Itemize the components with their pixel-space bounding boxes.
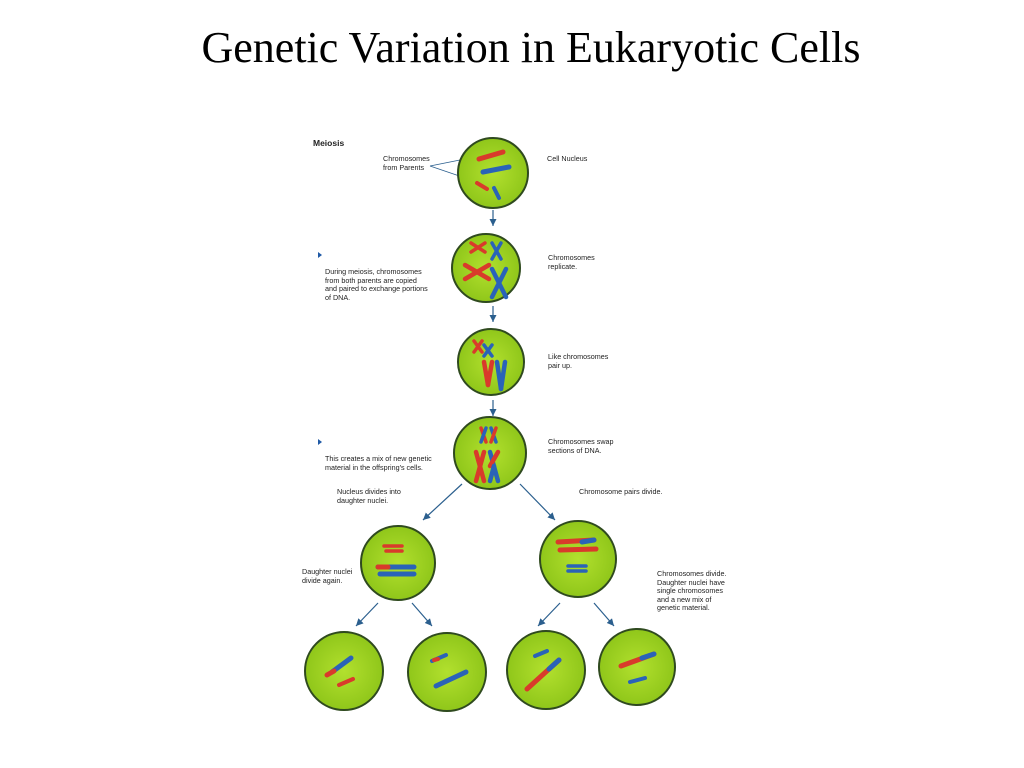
- cell-gamete-1: [304, 631, 384, 711]
- cell-nucleus: [539, 520, 617, 598]
- label-like-chromosomes: Like chromosomes pair up.: [548, 352, 609, 370]
- cell-paired: [457, 328, 525, 396]
- arrow-4-to-right: [519, 483, 556, 521]
- arrow-right-to-3: [537, 602, 561, 627]
- cell-nucleus: [360, 525, 436, 601]
- arrow-left-to-1: [355, 602, 379, 627]
- stage-arrows: [355, 210, 615, 627]
- cell-parents: [457, 137, 529, 209]
- cell-daughter-left: [360, 525, 436, 601]
- note-during-meiosis: During meiosis, chromosomes from both pa…: [318, 251, 428, 303]
- bullet-icon: [318, 439, 322, 445]
- cell-daughter-right: [539, 520, 617, 598]
- label-daughter-divide-again: Daughter nuclei divide again.: [302, 567, 353, 585]
- note-mix-genetic-text: This creates a mix of new genetic materi…: [325, 454, 432, 472]
- label-chromosomes-swap: Chromosomes swap sections of DNA.: [548, 437, 614, 455]
- cell-gamete-4: [598, 628, 676, 706]
- cell-nucleus: [407, 632, 487, 712]
- cell-gamete-3: [506, 630, 586, 710]
- cell-nucleus: [598, 628, 676, 706]
- bullet-icon: [318, 252, 322, 258]
- figure-heading: Meiosis: [313, 138, 345, 148]
- cell-nucleus: [304, 631, 384, 711]
- label-pairs-divide: Chromosome pairs divide.: [579, 487, 663, 496]
- arrow-left-to-2: [411, 602, 433, 627]
- chromosome-maternal: [476, 149, 506, 162]
- chromosome-paternal: [480, 164, 512, 175]
- cell-gamete-2: [407, 632, 487, 712]
- arrow-4-to-left: [422, 483, 463, 521]
- chromosome-maternal: [475, 181, 489, 191]
- arrow-right-to-4: [593, 602, 615, 627]
- label-chromosomes-replicate: Chromosomes replicate.: [548, 253, 595, 271]
- label-chromosomes-from-parents: Chromosomes from Parents: [383, 154, 430, 172]
- note-during-meiosis-text: During meiosis, chromosomes from both pa…: [325, 267, 428, 302]
- label-chromosomes-divide: Chromosomes divide. Daughter nuclei have…: [657, 569, 727, 613]
- cell-nucleus: [457, 137, 529, 209]
- chromosome-paternal: [492, 186, 501, 200]
- slide-title: Genetic Variation in Eukaryotic Cells: [201, 23, 861, 72]
- note-mix-genetic: This creates a mix of new genetic materi…: [318, 438, 432, 472]
- label-nucleus-divides: Nucleus divides into daughter nuclei.: [337, 487, 401, 505]
- label-cell-nucleus: Cell Nucleus: [547, 154, 588, 163]
- cell-replicated: [451, 233, 521, 303]
- cell-crossover: [453, 416, 527, 490]
